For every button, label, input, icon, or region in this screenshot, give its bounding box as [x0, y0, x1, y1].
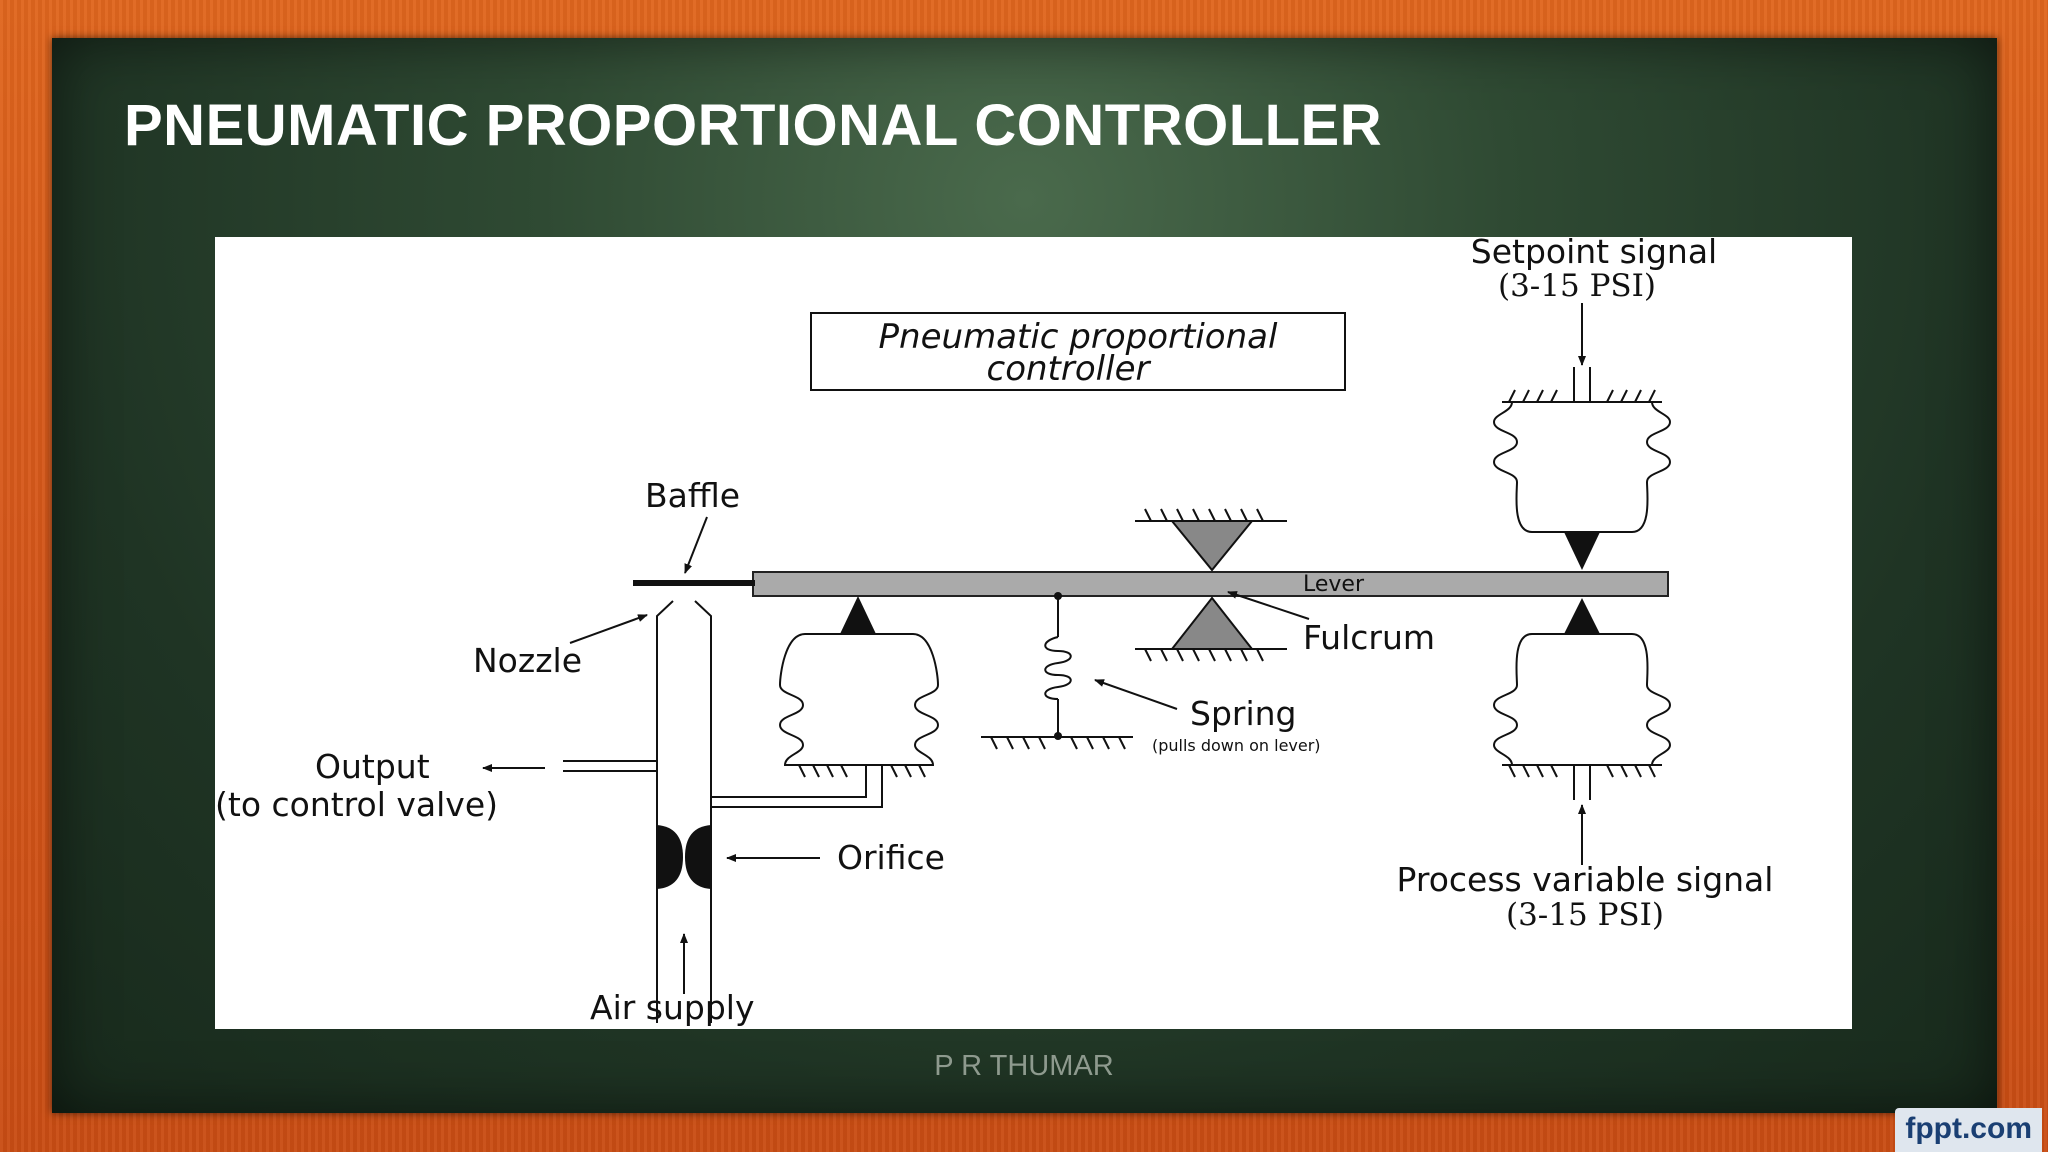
spring-label: Spring [1190, 694, 1297, 733]
setpoint-bellows-pivot [1564, 532, 1600, 570]
setpoint-bellows-mount [1502, 389, 1662, 403]
lever-bar [752, 571, 1669, 597]
fulcrum-bottom-mount [1135, 648, 1287, 662]
title-box-line1: Pneumatic proportional [879, 317, 1278, 357]
controller-diagram: Pneumatic proportional controller Lever … [215, 237, 1774, 1027]
slide-title: PNEUMATIC PROPORTIONAL CONTROLLER [124, 93, 1383, 158]
pv-bellows-pivot [1564, 598, 1600, 634]
spring-ground [981, 736, 1133, 750]
pv-bellows-mount [1502, 764, 1662, 778]
nozzle-arrow [569, 614, 648, 644]
baffle-arrow [684, 516, 708, 574]
fulcrum-label: Fulcrum [1303, 618, 1435, 657]
baffle-label: Baffle [645, 476, 740, 515]
air-supply-label: Air supply [590, 988, 755, 1027]
pv-label-line2: (3-15 PSI) [1506, 897, 1664, 933]
lever-label: Lever [1303, 572, 1365, 597]
pv-inlet-pipe [1573, 765, 1591, 800]
feedback-bellows [778, 633, 940, 766]
title-box-line2: controller [987, 349, 1152, 389]
brand-badge: fppt.com [1895, 1108, 2042, 1152]
spring-note: (pulls down on lever) [1152, 736, 1321, 755]
pv-label-line1: Process variable signal [1397, 860, 1774, 899]
setpoint-inlet-pipe [1573, 367, 1591, 402]
diagram-panel: Pneumatic proportional controller Lever … [215, 237, 1852, 1029]
feedback-bellows-base [790, 764, 928, 778]
output-label-line1: Output [315, 747, 430, 786]
fulcrum-top-mount [1135, 508, 1287, 522]
nozzle-label: Nozzle [473, 641, 582, 680]
output-label-line2: (to control valve) [215, 785, 498, 824]
orifice-label: Orifice [837, 838, 945, 877]
orifice-restriction [657, 825, 711, 889]
title-box [810, 312, 1346, 391]
spring-arrow [1094, 679, 1178, 710]
fulcrum-bottom-wedge [1169, 596, 1255, 650]
slide-author: P R THUMAR [934, 1050, 1114, 1082]
setpoint-label-line1: Setpoint signal [1471, 237, 1717, 271]
pv-bellows [1492, 633, 1672, 766]
fulcrum-top-wedge [1169, 520, 1255, 572]
spring-coil [1044, 636, 1072, 700]
spring-top-pin [1054, 592, 1062, 600]
fulcrum-arrow [1227, 591, 1310, 620]
nozzle-pipe [563, 600, 883, 1023]
setpoint-label-line2: (3-15 PSI) [1498, 268, 1656, 304]
setpoint-bellows [1492, 401, 1672, 533]
feedback-bellows-pivot [840, 596, 876, 634]
